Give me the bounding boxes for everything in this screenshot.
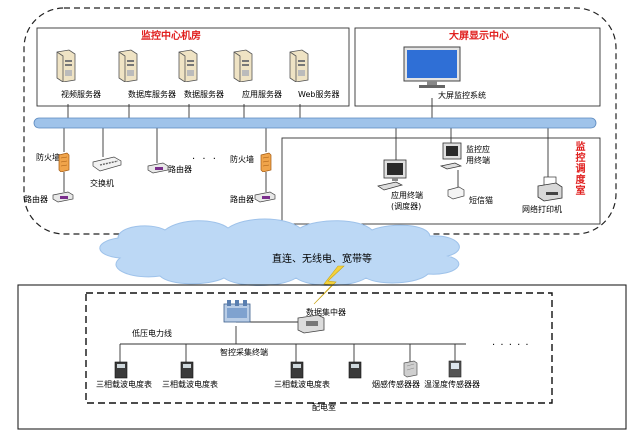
monitoring-center-title: 监控中心机房 [141, 31, 201, 42]
server-icon [56, 49, 76, 82]
printer-label: 网络打印机 [522, 205, 562, 214]
top-region-border [23, 7, 617, 235]
distribution-room-box [85, 292, 553, 404]
server-label-data: 数据服务器 [184, 90, 224, 99]
desktop-pc-icon [377, 159, 407, 191]
router-icon [254, 191, 276, 203]
acquisition-terminal-icon [223, 300, 251, 323]
server-label-database: 数据库服务器 [128, 90, 176, 99]
server-label-video: 视频服务器 [61, 90, 101, 99]
smoke-sensor-icon [403, 360, 418, 378]
big-screen-title: 大屏显示中心 [449, 31, 509, 42]
cloud-label: 直连、无线电、宽带等 [272, 254, 372, 265]
server-label-web: Web服务器 [298, 90, 340, 99]
device-label-smoke: 烟感传感器器 [372, 380, 420, 389]
distribution-room-label: 配电室 [312, 403, 336, 412]
electric-meter-icon [348, 361, 362, 379]
server-icon [233, 49, 253, 82]
electric-meter-icon [114, 361, 128, 379]
data-concentrator-icon [297, 314, 325, 334]
acquisition-terminal-label: 智控采集终端 [220, 348, 268, 357]
device-label-3: 三相载波电度表 [274, 380, 330, 389]
mobile-app-label: 监控应 用终端 [466, 145, 490, 165]
power-line-label: 低压电力线 [132, 329, 172, 338]
lightning-icon [313, 265, 345, 305]
electric-meter-icon [180, 361, 194, 379]
monitoring-center-box [36, 27, 350, 107]
cloud-shape [99, 218, 460, 286]
sms-modem-label: 短信猫 [469, 196, 493, 205]
server-label-app: 应用服务器 [242, 90, 282, 99]
network-ellipsis: · · · [192, 154, 218, 165]
dispatch-room-title: 监控调度室 [573, 141, 584, 196]
sms-modem-icon [447, 186, 465, 200]
device-label-2: 三相载波电度表 [162, 380, 218, 389]
router-icon [147, 162, 169, 174]
firewall-label-1: 防火墙 [36, 153, 60, 162]
collector-label: 数据集中器 [306, 308, 346, 317]
firewall-icon [260, 152, 272, 172]
big-screen-box [354, 27, 601, 107]
network-bus [33, 117, 597, 129]
router-label-1: 路由器 [24, 195, 48, 204]
electric-meter-icon [290, 361, 304, 379]
router-icon [52, 191, 74, 203]
router-label-3: 路由器 [230, 195, 254, 204]
device-label-humidity: 温湿度传感器器 [424, 380, 480, 389]
firewall-icon [58, 152, 70, 172]
big-screen-system-label: 大屏监控系统 [438, 91, 486, 100]
server-icon [118, 49, 138, 82]
big-screen-monitor-icon [403, 46, 461, 88]
bottom-region-border [17, 284, 627, 430]
app-terminal-label: 应用终端 (调度器) [391, 191, 423, 211]
firewall-label-2: 防火墙 [230, 155, 254, 164]
humidity-sensor-icon [448, 360, 462, 378]
printer-icon [537, 176, 563, 202]
bottom-ellipsis: · · · · · [492, 340, 530, 351]
device-label-1: 三相载波电度表 [96, 380, 152, 389]
router-label-2: 路由器 [168, 165, 192, 174]
dispatch-room-box [281, 137, 601, 225]
server-icon [289, 49, 309, 82]
switch-label: 交换机 [90, 179, 114, 188]
monitor-terminal-icon [439, 142, 463, 170]
server-icon [178, 49, 198, 82]
switch-icon [92, 156, 122, 172]
